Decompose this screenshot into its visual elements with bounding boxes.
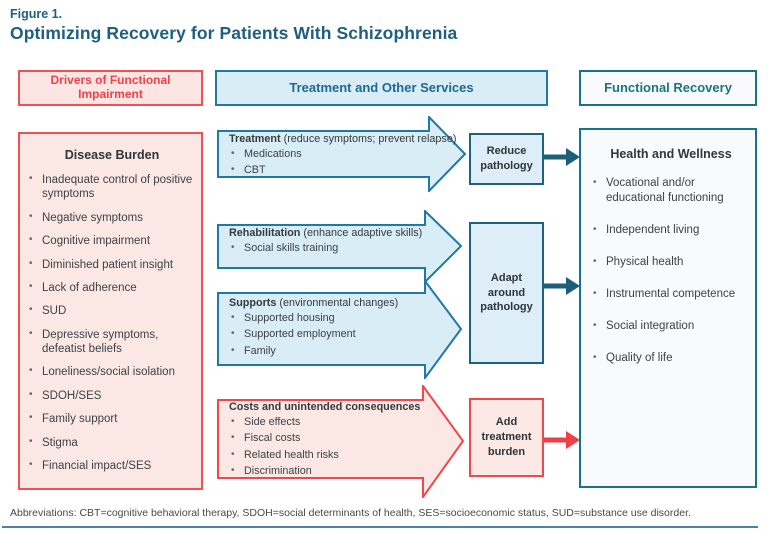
list-item: Fiscal costs (229, 432, 461, 444)
connector-arrow-red-icon (544, 431, 580, 449)
arrow-item-list: Medications CBT (229, 148, 461, 177)
bottom-rule (2, 526, 758, 528)
reduce-pathology-box: Reduce pathology (469, 133, 544, 185)
list-item: Supported housing (229, 312, 461, 324)
list-item: Medications (229, 148, 461, 160)
list-item: Lack of adherence (27, 281, 197, 295)
arrow-title-sub: (enhance adaptive skills) (303, 227, 423, 239)
arrow-title: Treatment (reduce symptoms; prevent rela… (229, 133, 461, 145)
arrow-item-list: Social skills training (229, 242, 461, 254)
list-item: Inadequate control of positive symptoms (27, 173, 197, 202)
list-item: Cognitive impairment (27, 234, 197, 248)
disease-burden-box: Disease Burden Inadequate control of pos… (18, 132, 203, 490)
arrow-title-bold: Supports (229, 297, 277, 309)
arrow-title: Supports (environmental changes) (229, 297, 461, 309)
column-header-drivers: Drivers of Functional Impairment (18, 70, 203, 106)
arrow-item-list: Side effects Fiscal costs Related health… (229, 416, 461, 478)
arrow-item-list: Supported housing Supported employment F… (229, 312, 461, 357)
column-header-treatment: Treatment and Other Services (215, 70, 548, 106)
list-item: Social integration (591, 319, 751, 334)
arrow-title-sub: (environmental changes) (279, 297, 399, 309)
arrow-supports: Supports (environmental changes) Support… (229, 297, 461, 361)
list-item: Financial impact/SES (27, 459, 197, 473)
list-item: Family (229, 345, 461, 357)
health-wellness-title: Health and Wellness (610, 147, 732, 161)
connector-arrow-icon (544, 148, 580, 166)
list-item: Stigma (27, 436, 197, 450)
disease-burden-title: Disease Burden (64, 148, 160, 162)
list-item: SUD (27, 304, 197, 318)
list-item: Depressive symptoms, defeatist beliefs (27, 328, 197, 357)
list-item: Discrimination (229, 465, 461, 477)
arrow-treatment: Treatment (reduce symptoms; prevent rela… (229, 133, 461, 181)
column-header-recovery: Functional Recovery (579, 70, 757, 106)
list-item: Diminished patient insight (27, 258, 197, 272)
list-item: Supported employment (229, 328, 461, 340)
health-wellness-list: Vocational and/or educational functionin… (591, 176, 751, 366)
list-item: Social skills training (229, 242, 461, 254)
list-item: Instrumental competence (591, 287, 751, 302)
arrow-title-bold: Costs and unintended consequences (229, 401, 421, 413)
disease-burden-list: Inadequate control of positive symptoms … (27, 173, 197, 473)
list-item: CBT (229, 164, 461, 176)
list-item: Quality of life (591, 351, 751, 366)
arrow-title-bold: Rehabilitation (229, 227, 301, 239)
list-item: Negative symptoms (27, 211, 197, 225)
add-treatment-burden-box: Add treatment burden (469, 398, 544, 477)
list-item: Family support (27, 412, 197, 426)
abbreviations-footnote: Abbreviations: CBT=cognitive behavioral … (10, 507, 691, 519)
arrow-rehabilitation: Rehabilitation (enhance adaptive skills)… (229, 227, 461, 258)
arrow-title-sub: (reduce symptoms; prevent relapse) (283, 133, 457, 145)
adapt-around-pathology-box: Adapt around pathology (469, 222, 544, 364)
list-item: Side effects (229, 416, 461, 428)
arrow-costs: Costs and unintended consequences Side e… (229, 401, 461, 482)
list-item: Physical health (591, 255, 751, 270)
figure-title: Optimizing Recovery for Patients With Sc… (10, 23, 458, 43)
list-item: Loneliness/social isolation (27, 365, 197, 379)
list-item: Vocational and/or educational functionin… (591, 176, 751, 206)
arrow-title: Costs and unintended consequences (229, 401, 461, 413)
figure-label: Figure 1. (10, 7, 63, 21)
list-item: Related health risks (229, 449, 461, 461)
list-item: SDOH/SES (27, 389, 197, 403)
connector-arrow-icon (544, 277, 580, 295)
list-item: Independent living (591, 223, 751, 238)
health-wellness-box: Health and Wellness Vocational and/or ed… (579, 128, 757, 488)
arrow-title: Rehabilitation (enhance adaptive skills) (229, 227, 461, 239)
arrow-title-bold: Treatment (229, 133, 281, 145)
